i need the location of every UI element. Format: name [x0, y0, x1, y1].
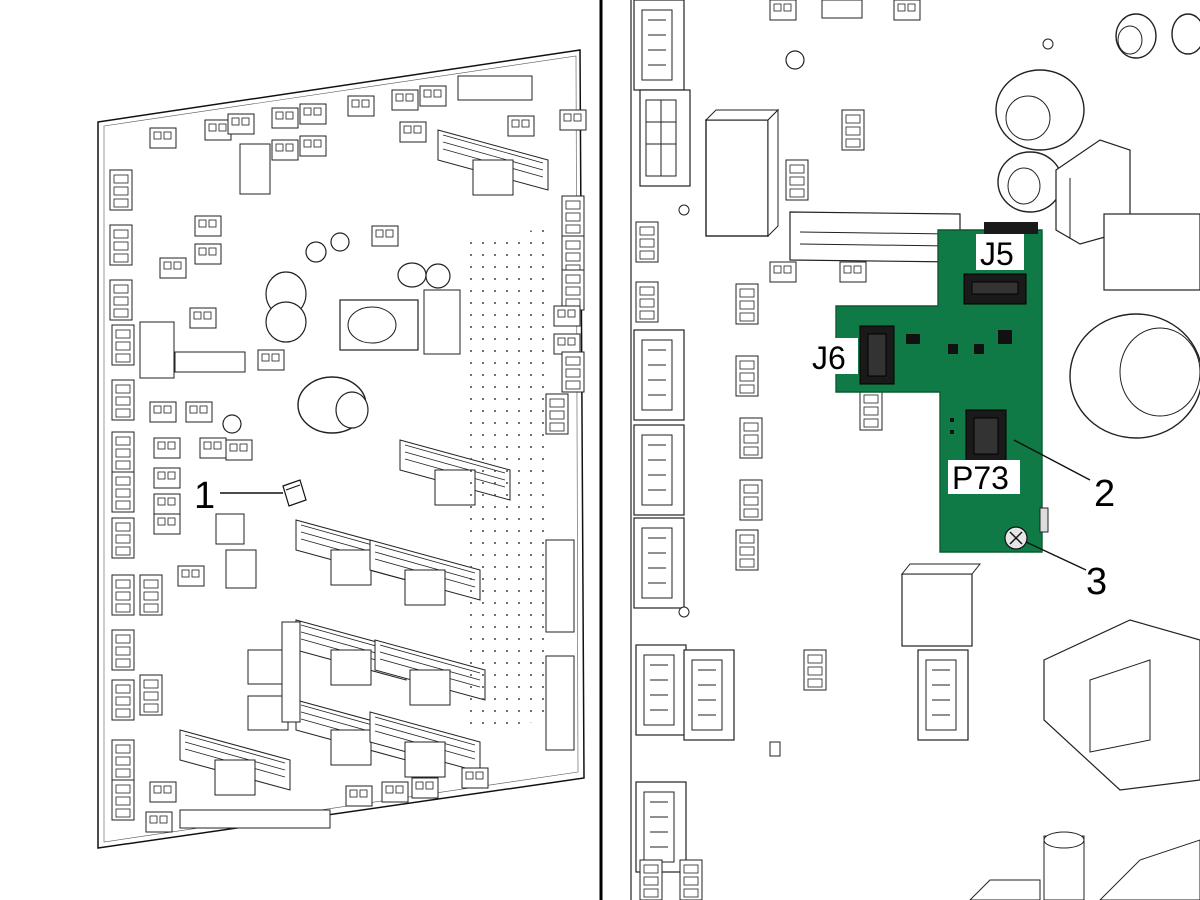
connector-label-j5: J5: [980, 236, 1014, 272]
callout-number-3: 3: [1086, 561, 1107, 603]
callout-number-2: 2: [1094, 473, 1115, 515]
highlighted-board: [835, 222, 1049, 553]
connector-p73: [965, 409, 1007, 463]
mounting-screw: [1004, 526, 1028, 550]
callout-leader-2: [1013, 439, 1091, 481]
connector-label-p73: P73: [952, 460, 1009, 496]
board-top-edge: [984, 222, 1038, 234]
callout-leader-3: [1025, 541, 1087, 571]
item-1-part: [282, 479, 307, 507]
connector-label-j6: J6: [812, 340, 846, 376]
full-board-view: [97, 49, 587, 849]
connector-j5: [963, 273, 1027, 305]
label-box-j6: [810, 338, 858, 374]
label-box-j5: [976, 234, 1024, 270]
connector-j6: [859, 325, 895, 385]
detail-view: J5 J6 P73: [630, 0, 1200, 900]
callout-number-1: 1: [194, 475, 215, 517]
label-box-p73: [948, 460, 1020, 494]
